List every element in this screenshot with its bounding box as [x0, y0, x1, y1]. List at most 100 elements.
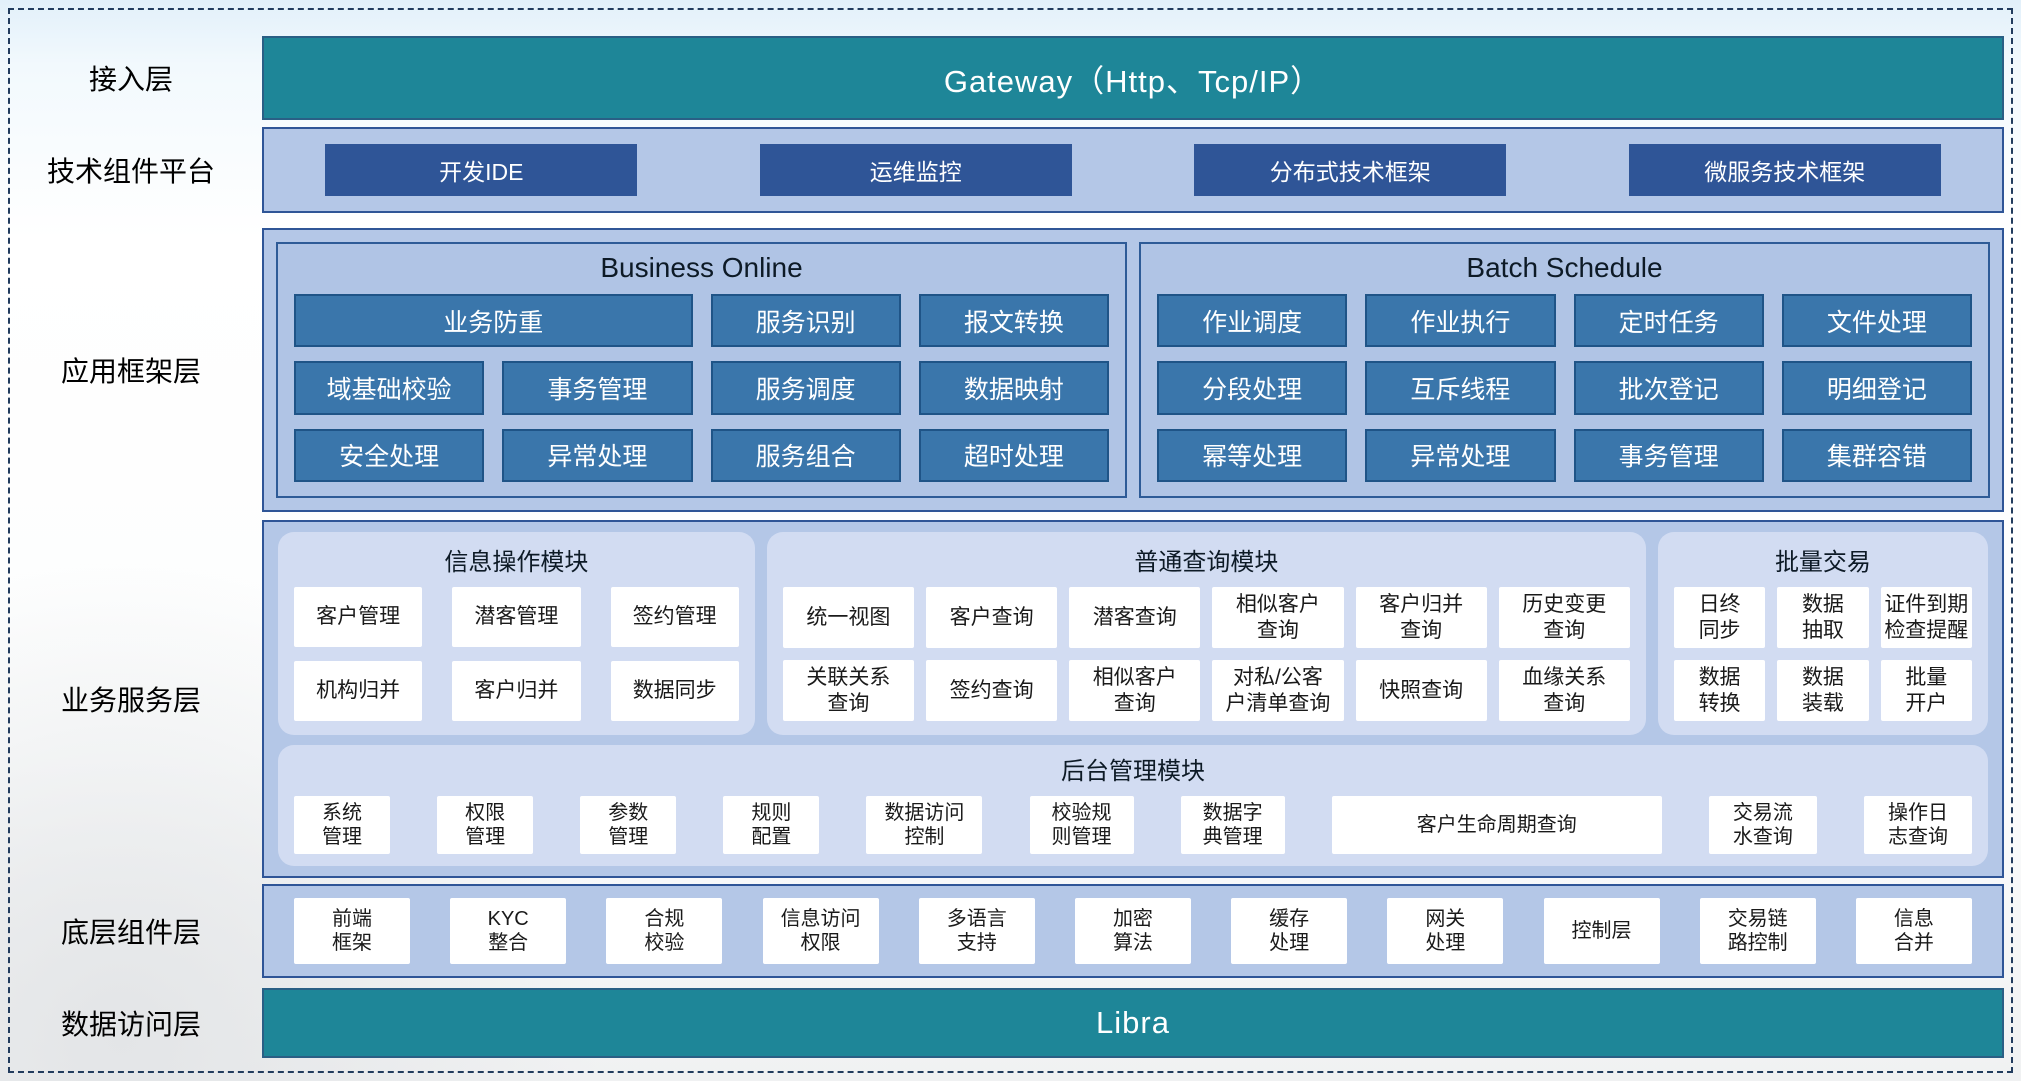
cell: 客户归并: [452, 661, 581, 721]
cell: 客户管理: [294, 587, 423, 647]
tech-platform-panel: 开发IDE 运维监控 分布式技术框架 微服务技术框架: [262, 127, 2004, 213]
cell: 数据 装载: [1777, 660, 1869, 721]
base-components-panel: 前端 框架 KYC 整合 合规 校验 信息访问 权限 多语言 支持 加密 算法 …: [262, 884, 2004, 978]
batch-trade-title: 批量交易: [1774, 549, 1871, 576]
cell: 交易流 水查询: [1708, 796, 1817, 854]
cell: 数据同步: [610, 661, 739, 721]
admin-module-row: 系统 管理 权限 管理 参数 管理 规则 配置 数据访问 控制 校验规 则管理 …: [294, 796, 1972, 854]
bs-button: 互斥线程: [1365, 361, 1556, 415]
bs-button: 集群容错: [1781, 428, 1972, 482]
cell: 潜客管理: [452, 587, 581, 647]
cell: 血缘关系 查询: [1498, 660, 1630, 721]
cell: 历史变更 查询: [1498, 587, 1630, 648]
batch-schedule-title: Batch Schedule: [1466, 252, 1663, 283]
bo-button: 事务管理: [502, 361, 693, 415]
cell: 对私/公客 户清单查询: [1212, 660, 1344, 721]
bo-button: 业务防重: [294, 294, 693, 348]
common-query-grid: 统一视图 客户查询 潜客查询 相似客户 查询 客户归并 查询 历史变更 查询 关…: [782, 587, 1630, 721]
cell: 相似客户 查询: [1069, 660, 1201, 721]
cell: 快照查询: [1355, 660, 1487, 721]
bs-button: 明细登记: [1781, 361, 1972, 415]
business-online-grid: 业务防重 服务识别 报文转换 域基础校验 事务管理 服务调度 数据映射 安全处理…: [294, 294, 1109, 482]
cell: 客户生命周期查询: [1331, 796, 1662, 854]
batch-trade-module: 批量交易 日终 同步 数据 抽取 证件到期 检查提醒 数据 转换 数据 装载 批…: [1657, 532, 1988, 735]
bo-button: 超时处理: [918, 428, 1109, 482]
bs-button: 作业调度: [1157, 294, 1348, 348]
service-module-row: 信息操作模块 客户管理 潜客管理 签约管理 机构归并 客户归并 数据同步 普通查…: [278, 532, 1988, 735]
cell: 客户归并 查询: [1355, 587, 1487, 648]
bo-button: 服务调度: [710, 361, 901, 415]
layer-label-component: 底层组件层: [60, 917, 201, 948]
cell: 相似客户 查询: [1212, 587, 1344, 648]
bo-button: 服务识别: [710, 294, 901, 348]
cell: 数据访问 控制: [866, 796, 983, 854]
bs-button: 文件处理: [1781, 294, 1972, 348]
bs-button: 定时任务: [1573, 294, 1764, 348]
cell: 系统 管理: [294, 796, 390, 854]
cell: 校验规 则管理: [1029, 796, 1134, 854]
layer-label-service: 业务服务层: [60, 685, 201, 716]
admin-module-title: 后台管理模块: [1061, 758, 1205, 785]
layer-label-framework: 应用框架层: [60, 356, 201, 387]
layer-label-tech: 技术组件平台: [46, 156, 215, 187]
bo-button: 报文转换: [918, 294, 1109, 348]
cell: 数据字 典管理: [1180, 796, 1285, 854]
cell: KYC 整合: [450, 898, 567, 964]
cell: 签约管理: [610, 587, 739, 647]
gateway-title: Gateway（Http、Tcp/IP）: [943, 63, 1323, 99]
cell: 权限 管理: [437, 796, 534, 854]
cell: 加密 算法: [1074, 898, 1191, 964]
info-operation-grid: 客户管理 潜客管理 签约管理 机构归并 客户归并 数据同步: [294, 587, 739, 721]
cell: 证件到期 检查提醒: [1880, 587, 1972, 648]
batch-trade-grid: 日终 同步 数据 抽取 证件到期 检查提醒 数据 转换 数据 装载 批量 开户: [1673, 587, 1972, 721]
cell: 信息访问 权限: [762, 898, 879, 964]
bs-button: 批次登记: [1573, 361, 1764, 415]
cell: 前端 框架: [294, 898, 410, 964]
cell: 缓存 处理: [1231, 898, 1348, 964]
gateway-bar: Gateway（Http、Tcp/IP）: [262, 36, 2004, 120]
cell: 信息 合并: [1855, 898, 1972, 964]
bo-button: 服务组合: [710, 428, 901, 482]
business-online-title: Business Online: [600, 252, 803, 283]
cell: 网关 处理: [1387, 898, 1504, 964]
bs-button: 幂等处理: [1157, 428, 1348, 482]
data-access-bar: Libra: [262, 988, 2004, 1058]
cell: 日终 同步: [1673, 587, 1766, 648]
cell: 多语言 支持: [918, 898, 1035, 964]
cell: 潜客查询: [1069, 587, 1201, 648]
tech-button-ops-monitor: 运维监控: [759, 144, 1072, 196]
cell: 控制层: [1543, 898, 1660, 964]
cell: 参数 管理: [580, 796, 677, 854]
info-operation-module: 信息操作模块 客户管理 潜客管理 签约管理 机构归并 客户归并 数据同步: [278, 532, 755, 735]
info-operation-title: 信息操作模块: [444, 549, 589, 576]
cell: 客户查询: [926, 587, 1058, 648]
cell: 操作日 志查询: [1863, 796, 1972, 854]
bs-button: 事务管理: [1573, 428, 1764, 482]
business-online-group: Business Online 业务防重 服务识别 报文转换 域基础校验 事务管…: [276, 242, 1127, 498]
common-query-title: 普通查询模块: [1134, 549, 1279, 576]
bo-button: 域基础校验: [294, 361, 485, 415]
tech-button-dev-ide: 开发IDE: [325, 144, 638, 196]
bo-button: 数据映射: [918, 361, 1109, 415]
bs-button: 作业执行: [1365, 294, 1556, 348]
layer-label-data: 数据访问层: [60, 1009, 201, 1040]
bs-button: 分段处理: [1157, 361, 1348, 415]
layer-label-access: 接入层: [88, 64, 173, 95]
cell: 机构归并: [294, 661, 423, 721]
cell: 交易链 路控制: [1699, 898, 1816, 964]
admin-module: 后台管理模块 系统 管理 权限 管理 参数 管理 规则 配置 数据访问 控制 校…: [278, 745, 1988, 866]
data-access-title: Libra: [1096, 1005, 1170, 1040]
bo-button: 安全处理: [294, 428, 485, 482]
bo-button: 异常处理: [502, 428, 693, 482]
cell: 统一视图: [782, 587, 914, 648]
tech-button-distributed-fw: 分布式技术框架: [1194, 144, 1507, 196]
cell: 规则 配置: [723, 796, 820, 854]
cell: 数据 转换: [1673, 660, 1766, 721]
cell: 合规 校验: [606, 898, 723, 964]
batch-schedule-group: Batch Schedule 作业调度 作业执行 定时任务 文件处理 分段处理 …: [1139, 242, 1990, 498]
cell: 关联关系 查询: [782, 660, 914, 721]
business-service-panel: 信息操作模块 客户管理 潜客管理 签约管理 机构归并 客户归并 数据同步 普通查…: [262, 520, 2004, 878]
batch-schedule-grid: 作业调度 作业执行 定时任务 文件处理 分段处理 互斥线程 批次登记 明细登记 …: [1157, 294, 1972, 482]
cell: 数据 抽取: [1777, 587, 1869, 648]
